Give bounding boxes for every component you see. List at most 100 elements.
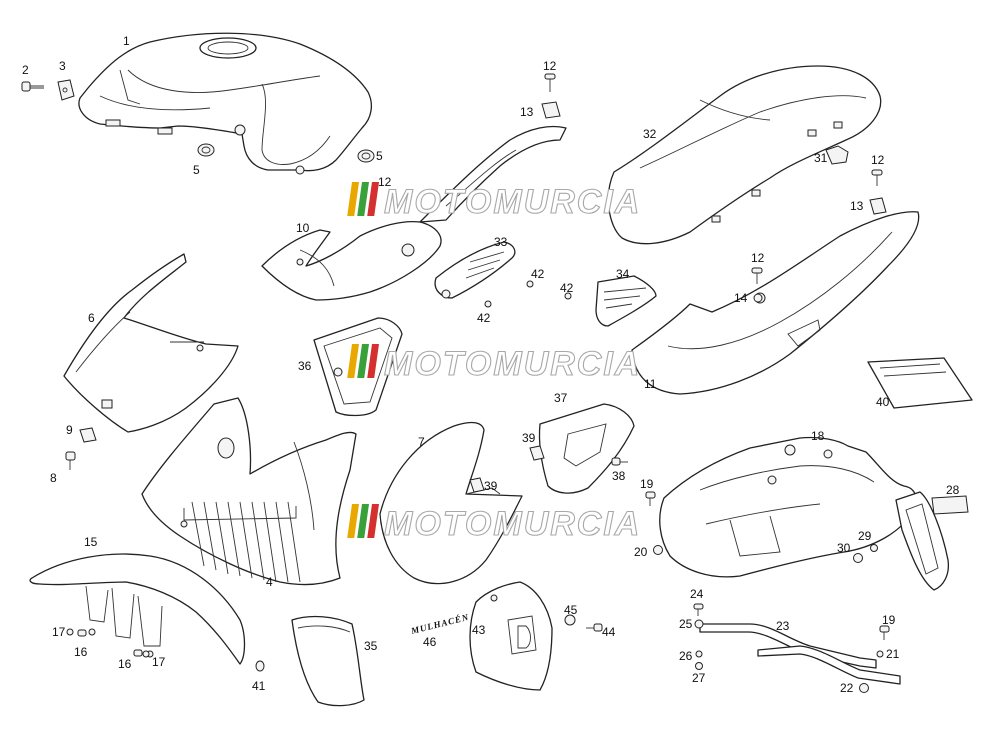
license-bracket [895, 491, 950, 591]
callout-16b: 16 [118, 657, 132, 671]
callout-39b: 39 [484, 479, 498, 493]
nut-30 [853, 553, 863, 563]
washer-42a [526, 280, 534, 288]
mesh-grill-34 [595, 275, 657, 327]
callout-10: 10 [296, 221, 310, 235]
callout-12c: 12 [871, 153, 885, 167]
callout-32: 32 [643, 127, 657, 141]
callout-46: 46 [423, 635, 437, 649]
screw-24 [693, 603, 704, 616]
washer-41 [255, 660, 265, 672]
front-fender-15 [29, 553, 246, 665]
callout-42b: 42 [560, 281, 574, 295]
callout-29: 29 [858, 529, 872, 543]
side-panel-10 [261, 220, 442, 301]
screw-2 [21, 81, 44, 92]
mesh-grill-33 [434, 241, 516, 299]
watermark-text: MOTOMURCIA [384, 505, 641, 543]
callout-19b: 19 [882, 613, 896, 627]
callout-17a: 17 [52, 625, 66, 639]
callout-33: 33 [494, 235, 508, 249]
callout-18: 18 [811, 429, 825, 443]
frame-plate-36 [313, 317, 403, 417]
callout-26: 26 [679, 649, 693, 663]
nut-13a [541, 101, 561, 119]
nut-13b [869, 197, 887, 215]
bracket-28 [931, 495, 969, 515]
callout-43: 43 [472, 623, 486, 637]
callout-11: 11 [644, 377, 657, 391]
screw-19b [879, 625, 890, 640]
brand-decal-46: MULHACÉN [409, 612, 470, 636]
front-shell-6 [63, 253, 239, 433]
callout-30: 30 [837, 541, 851, 555]
callout-7: 7 [418, 435, 425, 449]
callout-12d: 12 [751, 251, 765, 265]
callout-labels: 1 2 3 4 5 5 6 7 8 9 10 11 12 12 12 12 13… [22, 34, 960, 695]
washer-25 [694, 619, 704, 629]
callout-1: 1 [123, 34, 130, 48]
callout-12a: 12 [543, 59, 557, 73]
washer-17a [66, 628, 74, 636]
frame-rail [419, 125, 567, 223]
sticker-40 [867, 357, 973, 409]
washer-42b [564, 292, 572, 300]
callout-39a: 39 [522, 431, 536, 445]
callout-19a: 19 [640, 477, 654, 491]
callout-36: 36 [298, 359, 312, 373]
callout-4: 4 [266, 575, 273, 589]
callout-23: 23 [776, 619, 790, 633]
lens-35 [291, 615, 365, 707]
grommet-5a [197, 143, 215, 157]
watermark-stripe-red [367, 182, 379, 216]
callout-9: 9 [66, 423, 73, 437]
callout-13a: 13 [520, 105, 534, 119]
callout-20: 20 [634, 545, 648, 559]
watermark-bottom: MOTOMURCIA [347, 504, 641, 544]
callout-5a: 5 [193, 163, 200, 177]
watermark-stripe-yellow [347, 344, 359, 378]
clip-9 [79, 427, 97, 443]
callout-12b: 12 [378, 175, 392, 189]
screw-16b [133, 649, 143, 657]
side-plate-37 [538, 403, 635, 494]
watermark-stripe-green [357, 182, 369, 216]
screw-8 [65, 451, 76, 470]
watermark-text: MOTOMURCIA [384, 345, 641, 383]
callout-45: 45 [564, 603, 578, 617]
callout-34: 34 [616, 267, 630, 281]
seat-32 [607, 65, 882, 245]
fuel-tank-cover [78, 32, 373, 175]
clip-39b [529, 445, 545, 461]
callout-5b: 5 [376, 149, 383, 163]
rear-undertray-18 [659, 436, 917, 578]
callout-14: 14 [734, 291, 748, 305]
screw-19a [645, 491, 656, 506]
nut-22 [859, 683, 869, 693]
callout-24: 24 [690, 587, 704, 601]
nut-27 [695, 662, 703, 670]
callout-35: 35 [364, 639, 378, 653]
callout-15: 15 [84, 535, 98, 549]
callout-37: 37 [554, 391, 568, 405]
callout-3: 3 [59, 59, 66, 73]
nut-14 [753, 293, 763, 303]
radiator-cover-7 [379, 421, 523, 585]
callout-42c: 42 [477, 311, 491, 325]
clip-39a [469, 477, 485, 493]
watermark-stripe-red [367, 344, 379, 378]
washer-17b [142, 650, 150, 658]
callout-28: 28 [946, 483, 960, 497]
radiator-shroud-4 [141, 397, 357, 586]
watermark-stripe-yellow [347, 504, 359, 538]
screw-38 [611, 457, 628, 466]
callout-41: 41 [252, 679, 266, 693]
spacer-45 [564, 614, 576, 626]
sprocket-cover-43 [469, 581, 553, 691]
brand-decal-text: MULHACÉN [409, 612, 470, 636]
nut-20 [653, 545, 663, 555]
screw-12b [871, 169, 883, 186]
screw-44 [586, 623, 603, 632]
